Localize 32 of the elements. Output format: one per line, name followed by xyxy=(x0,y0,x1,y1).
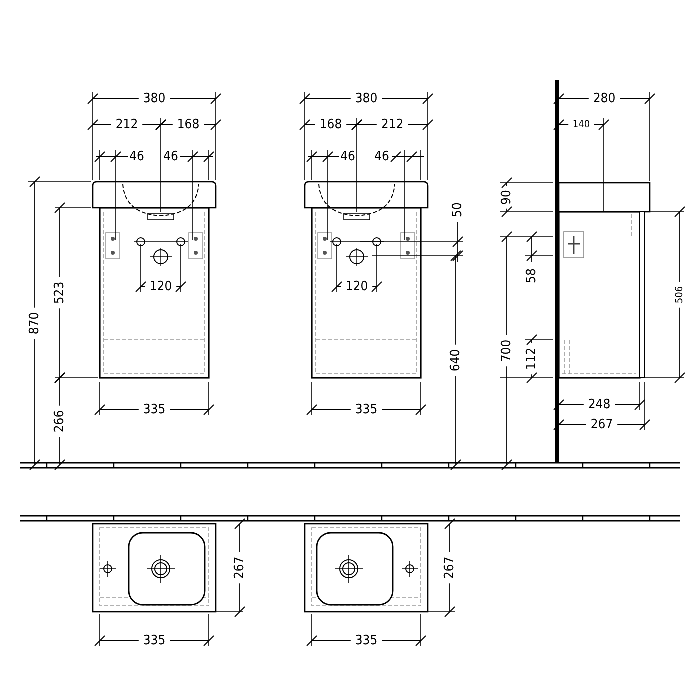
dimension-value: 140 xyxy=(572,120,590,130)
dimension-value: 700 xyxy=(500,340,514,362)
dimension-value: 168 xyxy=(320,118,342,132)
dimension-value: 380 xyxy=(143,92,166,106)
dimension-value: 46 xyxy=(374,150,390,164)
dimension-value: 870 xyxy=(28,312,42,335)
dimension-value: 380 xyxy=(355,92,378,106)
dimension-value: 46 xyxy=(164,150,178,164)
dimension-value: 266 xyxy=(52,410,68,433)
dimension-value: 248 xyxy=(588,398,611,412)
dimension-value: 335 xyxy=(355,402,378,418)
dimension-value: 168 xyxy=(177,118,200,132)
dimension-value: 335 xyxy=(355,634,378,648)
dimension-value: 112 xyxy=(524,348,540,370)
dimension-value: 120 xyxy=(346,280,368,294)
dimension-value: 90 xyxy=(500,190,514,205)
dimension-value: 506 xyxy=(674,286,686,304)
dimension-value: 212 xyxy=(381,118,404,132)
dimension-value: 335 xyxy=(143,634,166,648)
dimension-value: 46 xyxy=(340,150,356,164)
dimension-value: 267 xyxy=(442,556,458,580)
dimension-value: 46 xyxy=(130,150,144,164)
dimension-value: 640 xyxy=(448,349,464,372)
dimension-value: 267 xyxy=(232,556,248,580)
dimension-value: 280 xyxy=(593,92,616,106)
dimension-value: 212 xyxy=(116,118,138,132)
dimension-value: 267 xyxy=(590,418,614,432)
dimension-value: 335 xyxy=(143,402,166,418)
dimension-value: 120 xyxy=(150,280,172,294)
dimension-value: 58 xyxy=(524,268,540,284)
dimension-value: 50 xyxy=(450,202,466,218)
dimension-value: 523 xyxy=(52,282,68,304)
